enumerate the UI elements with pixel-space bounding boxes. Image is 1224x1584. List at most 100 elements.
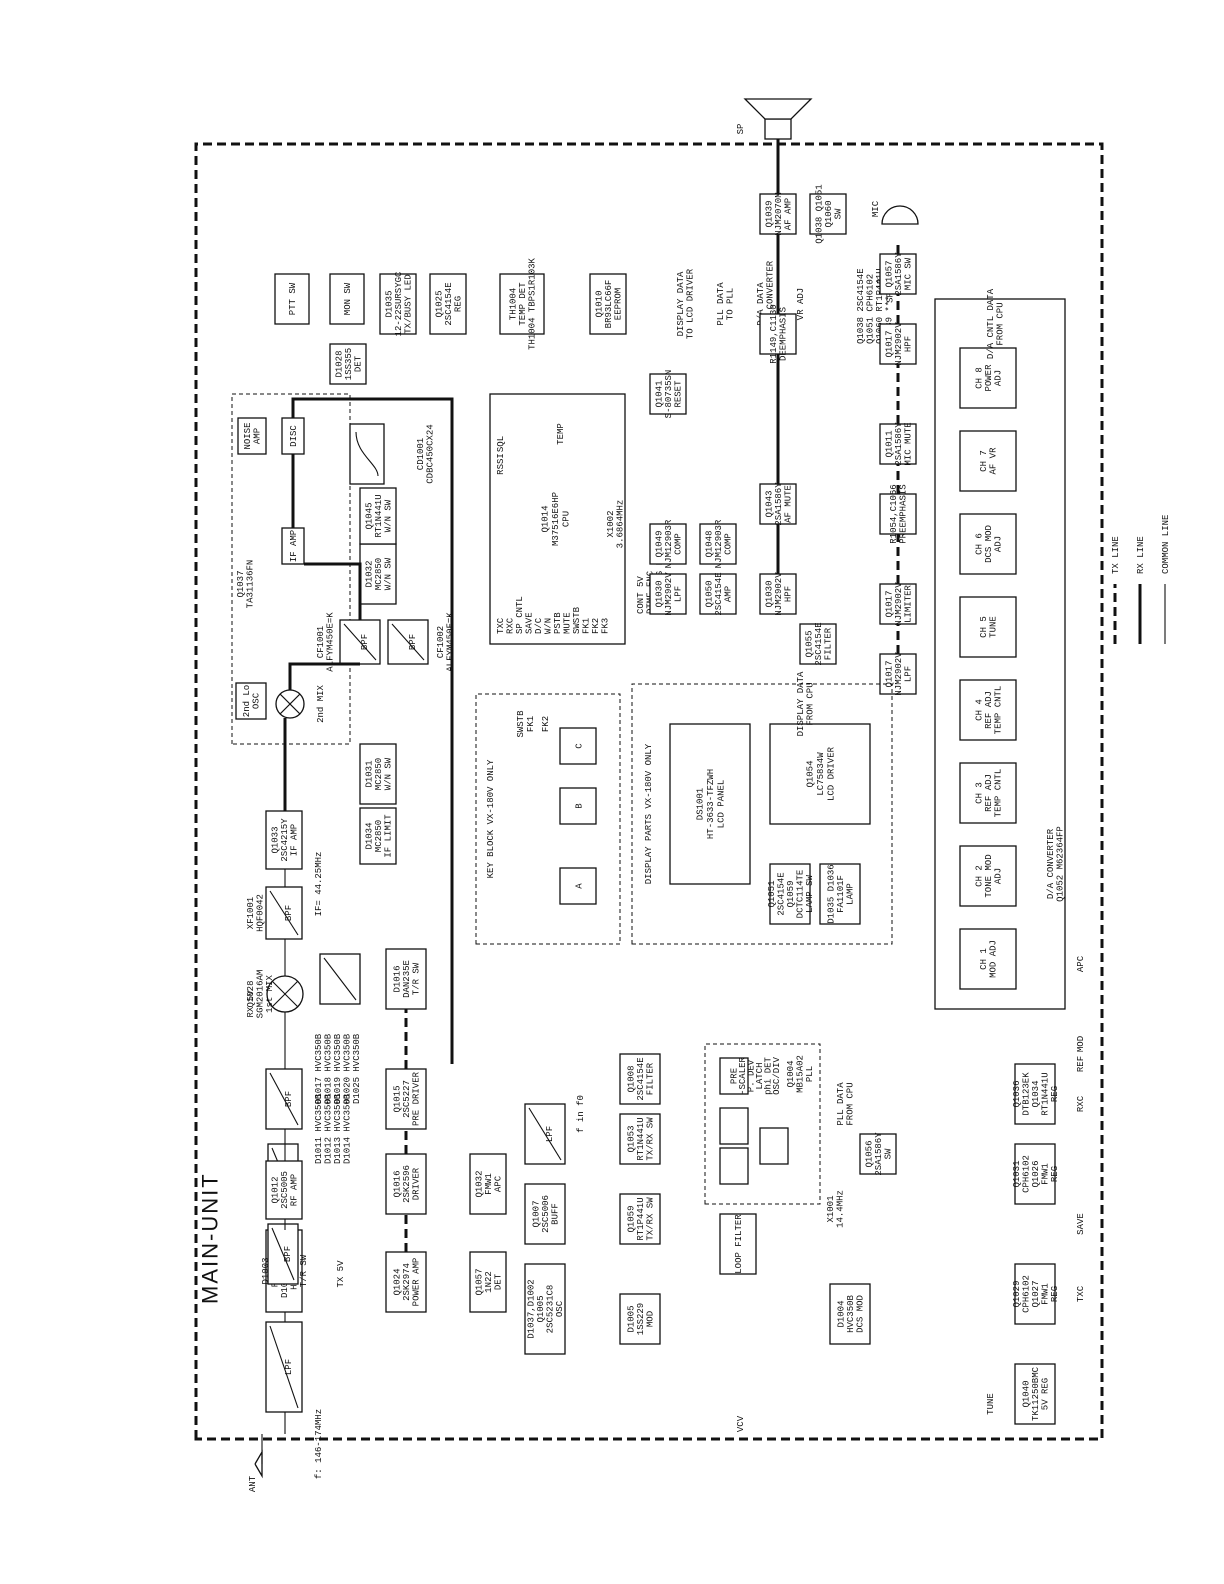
af-mute-block-text: AF MUTE (783, 485, 793, 523)
cf1001-filter-slash (343, 623, 377, 661)
ch7-block (959, 430, 1017, 492)
d1031-block-text: W/N SW (383, 757, 393, 790)
net-vcv: VCV (736, 1415, 746, 1432)
d1034-block-text: MC2850 (374, 820, 384, 852)
vco-block-text: Q1005 (536, 1295, 546, 1322)
bpf-rx1-text: BPF (283, 1246, 293, 1262)
sw-list: Q1060 RT1P441U (875, 268, 885, 344)
lpf-ant-block-slash (269, 1325, 299, 1409)
hpf-q1030b-block-text: Q1030 (764, 580, 774, 607)
sw-q1038-block-text: SW (833, 208, 843, 219)
reg-5v-block-text: Q1040 (1021, 1380, 1031, 1407)
vco-block-text: OSC (555, 1300, 565, 1317)
osc2-block-text: OSC (252, 692, 262, 709)
mic-sw-block-text: 2SA1586Y (894, 252, 904, 296)
ptt-sw-block (274, 273, 310, 325)
noise-amp-block (237, 417, 267, 455)
buff-block (524, 1183, 566, 1245)
lamp-sw-block (769, 863, 811, 925)
diode-list-2: D1020 HVC350B (342, 1033, 352, 1104)
lcd-panel-block-text: LCD PANEL (717, 780, 727, 829)
reset-block-text: Q1041 (654, 380, 664, 407)
xf1001-label: HQF0042 (255, 894, 265, 932)
ch3-block-text: TEMP CNTL (993, 769, 1003, 818)
comp1-block-text: NJM12903R (664, 519, 674, 568)
driver-block-text: Q1016 (392, 1170, 402, 1197)
bpf-fl-slash (323, 957, 357, 1001)
mod-d1005-block-text: 1SS229 (636, 1303, 646, 1335)
lcd-driver-block (769, 723, 871, 825)
apc-block (469, 1153, 507, 1215)
speaker-label: SP (736, 124, 746, 135)
led-block-text: 12-22SURSYGC (394, 271, 404, 336)
dcs-mod-block-text: D1004 (836, 1300, 846, 1327)
diode-list-2: D1017 HVC350B (314, 1033, 324, 1104)
cpu-temp-pin: TEMP (556, 423, 566, 445)
out-lcd: TO LCD DRIVER (685, 268, 695, 339)
amp-q1050-block-text: Q1050 (704, 580, 714, 607)
sw-q1038-block-text: Q1038 Q1051 (814, 184, 824, 243)
reg-q1029-block (1014, 1263, 1056, 1325)
pll-subblocks: P. DEV (746, 1059, 756, 1092)
ptt-sw-block-text: PTT SW (288, 282, 298, 315)
led-block-text: TX/BUSY LED (403, 274, 413, 333)
lpf-q1030-block (649, 573, 687, 615)
mon-sw-block-text: MON SW (343, 282, 353, 315)
osc2-block-text: 2nd Lo (242, 685, 252, 717)
reg-5v-block-text: 5V REG (1040, 1378, 1050, 1410)
filter-q1055-block-text: FILTER (823, 627, 833, 660)
pre-driver-block-text: Q1015 (392, 1085, 402, 1112)
d1031-block (359, 743, 397, 805)
lpf-q1030-block-text: NJM2902V (664, 572, 674, 616)
vr-label: VR ADJ (796, 288, 806, 320)
txrx-q1053-block-text: Q1053 (626, 1125, 636, 1152)
net-apc: APC (1076, 955, 1086, 972)
key-c-text: C (575, 743, 585, 749)
amp-q1050-block-text: AMP (723, 586, 733, 602)
mic-mute-block-text: MIC MUTE (903, 422, 913, 465)
filter-q1008-block (619, 1053, 661, 1105)
loop-filter-block (719, 1213, 757, 1275)
sw-list: Q1039 *** (884, 295, 894, 344)
loop-filter-block-text: LOOP FILTER (734, 1214, 744, 1274)
ch2-block (959, 845, 1017, 907)
reg-q1025-block-text: REG (453, 296, 463, 312)
reg-q1031-block (1014, 1143, 1056, 1205)
det-block-text: Q1057 (474, 1268, 484, 1295)
cpu-sql-pin: SQL (496, 436, 506, 452)
eeprom-block-text: BR93LC66F (604, 280, 614, 329)
display-title: DISPLAY PARTS VX-180V ONLY (644, 743, 654, 884)
limiter-block-text: LIMITER (903, 585, 913, 623)
d1031-block-text: MC2850 (374, 758, 384, 790)
preemph-block-text: R1054,C1066 (889, 484, 899, 543)
ch6-block (959, 513, 1017, 575)
dac-data-label: FROM CPU (995, 302, 1005, 345)
pll-label: PLL (805, 1066, 815, 1082)
sw-q1056-block-text: SW (883, 1148, 893, 1159)
ch6-block-text: ADJ (993, 536, 1003, 552)
reg-q1029-block-text: Q1029 (1012, 1280, 1022, 1307)
cf1002-label: ALFYM450F=K (445, 612, 455, 672)
xf1001-label: XF1001 (246, 897, 256, 929)
lcd-panel-block-text: HT-3633-TFZWH (706, 769, 716, 839)
ch5-block (959, 596, 1017, 658)
eeprom-block (589, 273, 627, 335)
sw-q1056-block (859, 1133, 897, 1175)
dac-label: D/A CONVERTER (1046, 828, 1056, 899)
dac-data-label: D/A CNTL DATA (986, 288, 996, 359)
title-text: MAIN-UNIT (198, 1172, 223, 1304)
pre-driver-block-text: 2SC5227 (402, 1080, 412, 1118)
af-mute-block-text: Q1043 (764, 490, 774, 517)
d1034-block-text: IF LIMIT (383, 814, 393, 858)
noise-amp-block-text: NOISE (243, 422, 253, 449)
reg-q1029-block-text: Q1027 (1031, 1280, 1041, 1307)
pll-subblocks: PRE (729, 1068, 739, 1084)
reg-q1031-block-text: REG (1050, 1166, 1060, 1182)
if-ic-label: Q1037 (236, 570, 246, 597)
diode-list-2: D1019 HVC350B (333, 1033, 343, 1104)
net-txc: TXC (1076, 1285, 1086, 1302)
sw-q1056-block-text: Q1056 (864, 1140, 874, 1167)
ch6-block-text: DCS MOD (984, 525, 994, 563)
